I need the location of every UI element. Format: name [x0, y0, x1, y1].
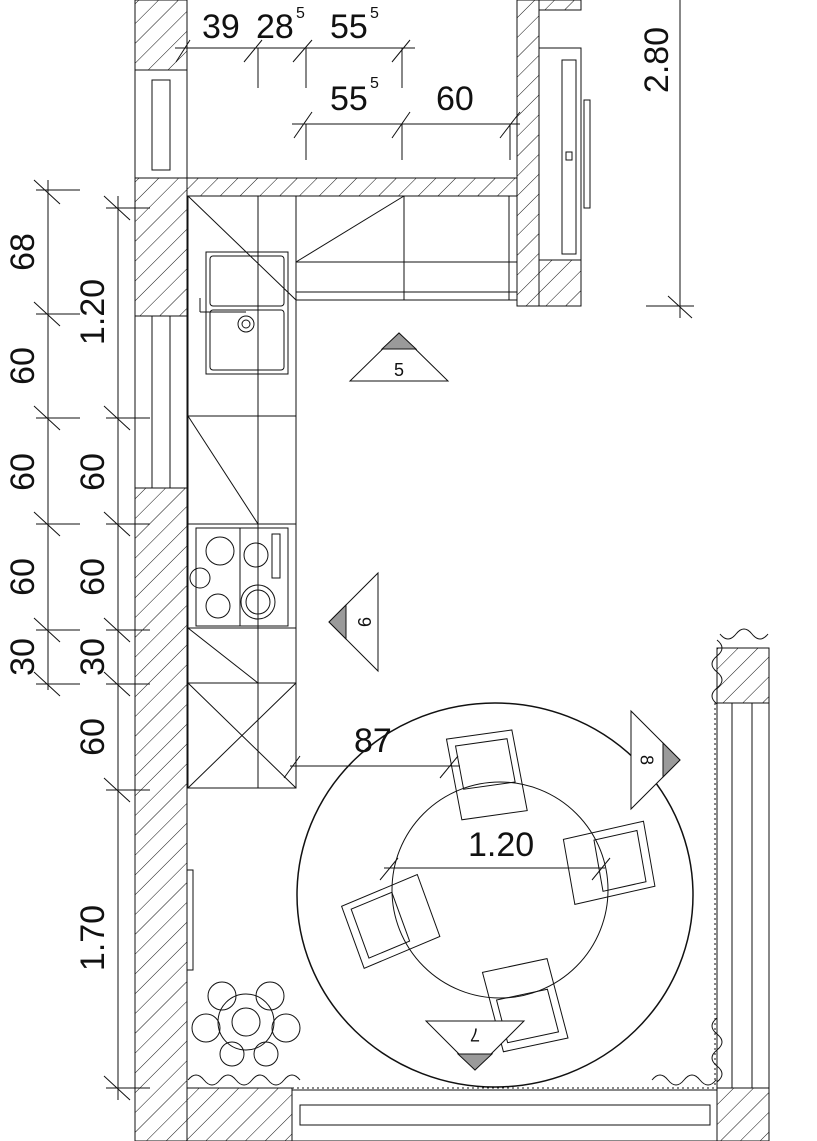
dim-left-inner-3: 60	[74, 558, 112, 596]
dimension-labels-table: 87 1.20	[354, 722, 534, 864]
dim-left-inner-2: 60	[74, 453, 112, 491]
dim-28-sup: 5	[296, 5, 305, 22]
dim-left-inner-1: 1.20	[74, 279, 112, 345]
kitchen-counter	[187, 195, 518, 789]
dimension-labels-top: 39 28 5 55 5 55 5 60 2.80	[202, 5, 676, 118]
plant-icon	[191, 981, 301, 1067]
dim-left-inner-4: 30	[74, 638, 112, 676]
sink	[199, 251, 289, 375]
appliance-unit	[538, 47, 591, 261]
chair	[481, 958, 569, 1053]
curtains	[187, 628, 769, 1086]
chair	[340, 873, 441, 969]
dimension-lines	[33, 0, 694, 1101]
dim-280: 2.80	[638, 27, 676, 93]
view-marker-7: 7	[424, 1020, 526, 1071]
dim-55a-sup: 5	[370, 5, 379, 22]
dim-55a: 55	[330, 8, 368, 46]
chair	[445, 729, 528, 821]
rug	[296, 702, 694, 1088]
view-marker-8-label: 8	[636, 755, 656, 765]
view-marker-5-label: 5	[394, 360, 404, 380]
dim-left-outer-4: 60	[4, 558, 42, 596]
dim-left-outer-2: 60	[4, 347, 42, 385]
dimension-labels-left-inner: 1.20 60 60 30 60 1.70	[74, 279, 112, 971]
dim-55b: 55	[330, 80, 368, 118]
dim-left-outer-3: 60	[4, 453, 42, 491]
view-marker-8: 8	[630, 709, 681, 811]
dim-left-inner-6: 1.70	[74, 905, 112, 971]
dim-left-outer-1: 68	[4, 233, 42, 271]
dim-28: 28	[256, 8, 294, 46]
walls	[134, 0, 770, 1141]
dim-87: 87	[354, 722, 392, 760]
windows	[134, 69, 194, 971]
view-marker-7-label: 7	[470, 1024, 480, 1044]
dim-55b-sup: 5	[370, 75, 379, 92]
dim-left-inner-5: 60	[74, 718, 112, 756]
view-marker-6-label: 6	[355, 617, 375, 627]
view-marker-5: 5	[348, 332, 450, 382]
view-marker-6: 6	[328, 571, 379, 673]
dim-table-120: 1.20	[468, 826, 534, 864]
dim-60: 60	[436, 80, 474, 118]
dim-39: 39	[202, 8, 240, 46]
cooktop	[189, 527, 289, 627]
dimension-labels-left-outer: 68 60 60 60 30	[4, 233, 42, 676]
dim-left-outer-5: 30	[4, 638, 42, 676]
balcony-door	[291, 702, 770, 1141]
chair	[562, 820, 656, 906]
